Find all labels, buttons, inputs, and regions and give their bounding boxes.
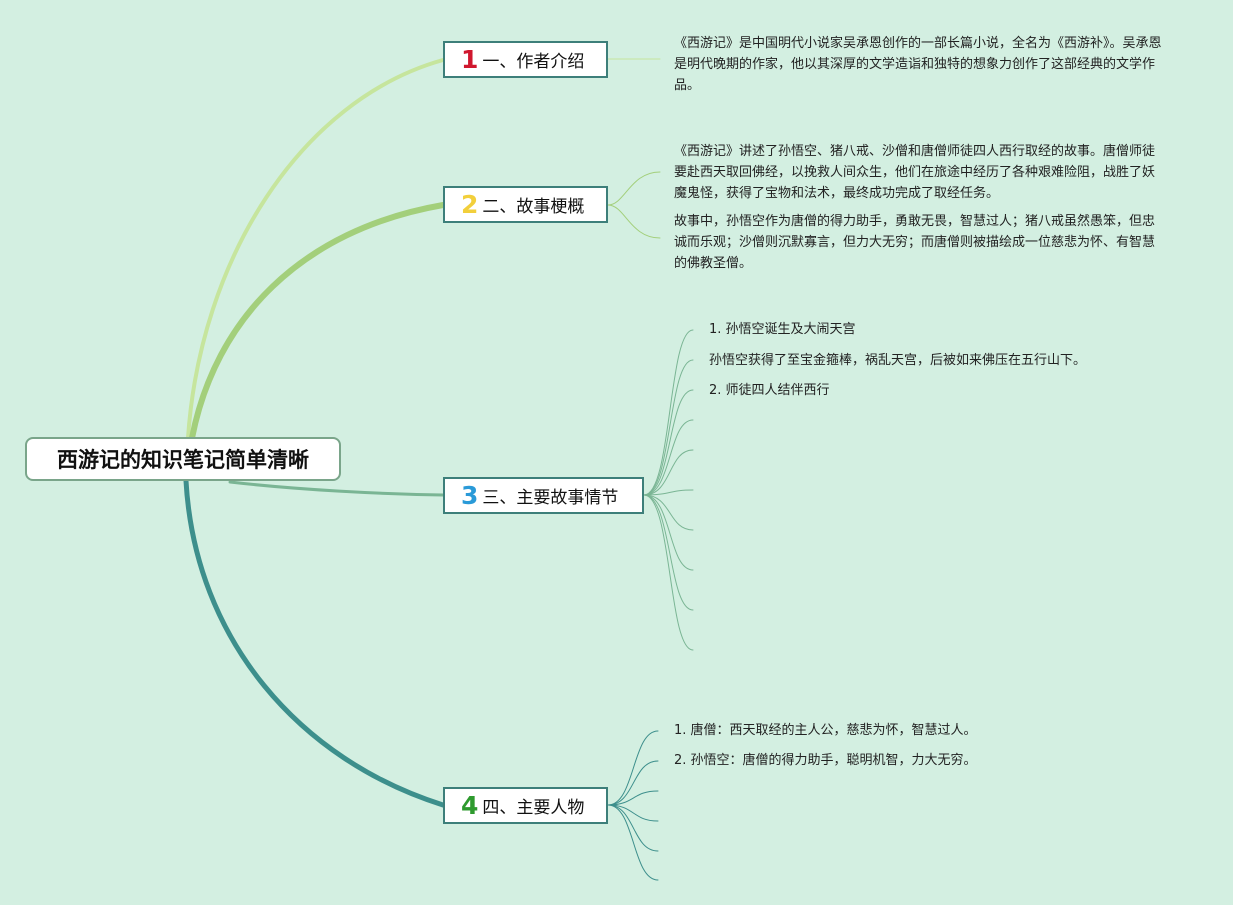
plot-item[interactable]: 1. 孙悟空诞生及大闹天宫	[709, 322, 856, 337]
branch-line-1	[186, 58, 445, 440]
note-synopsis-1: 《西游记》讲述了孙悟空、猪八戒、沙僧和唐僧师徒四人西行取经的故事。唐僧师徒要赴西…	[674, 141, 1166, 204]
topic-label: 一、作者介绍	[482, 52, 585, 72]
sub-line	[643, 489, 694, 496]
sub-line	[607, 804, 659, 822]
number-3-icon: 3	[461, 481, 479, 510]
note-author: 《西游记》是中国明代小说家吴承恩创作的一部长篇小说，全名为《西游补》。吴承恩是明…	[674, 33, 1166, 96]
branch-line-3	[228, 480, 445, 497]
note-paragraph: 故事中，孙悟空作为唐僧的得力助手，勇敢无畏，智慧过人；猪八戒虽然愚笨，但忠诚而乐…	[674, 214, 1156, 271]
sub-line	[607, 804, 659, 852]
sub-line	[607, 804, 659, 881]
note-synopsis-2: 故事中，孙悟空作为唐僧的得力助手，勇敢无畏，智慧过人；猪八戒虽然愚笨，但忠诚而乐…	[674, 211, 1166, 274]
sub-line	[643, 494, 694, 571]
topic-characters[interactable]: 4 四、主要人物	[443, 787, 608, 824]
topic-label: 二、故事梗概	[482, 197, 585, 217]
topic-label: 四、主要人物	[482, 798, 585, 818]
number-4-icon: 4	[461, 791, 479, 820]
sub-line	[643, 359, 694, 496]
topic-plot[interactable]: 3 三、主要故事情节	[443, 477, 644, 514]
root-topic[interactable]: 西游记的知识笔记简单清晰	[25, 437, 341, 481]
sub-line	[607, 171, 661, 206]
sub-line	[607, 730, 659, 806]
sub-line	[643, 494, 694, 531]
topic-label: 三、主要故事情节	[482, 488, 619, 508]
branch-line-4	[183, 478, 446, 808]
character-item[interactable]: 2. 孙悟空：唐僧的得力助手，聪明机智，力大无穷。	[674, 753, 977, 768]
character-item[interactable]: 1. 唐僧：西天取经的主人公，慈悲为怀，智慧过人。	[674, 723, 977, 738]
sub-line	[607, 204, 661, 239]
topic-author[interactable]: 1 一、作者介绍	[443, 41, 608, 78]
sub-line	[607, 790, 659, 806]
topic-synopsis[interactable]: 2 二、故事梗概	[443, 186, 608, 223]
sub-line	[643, 329, 694, 496]
branch-line-2	[189, 202, 446, 441]
plot-item[interactable]: 2. 师徒四人结伴西行	[709, 383, 830, 398]
root-title: 西游记的知识笔记简单清晰	[57, 448, 309, 472]
sub-line	[643, 494, 694, 651]
sub-line	[643, 449, 694, 496]
note-paragraph: 《西游记》是中国明代小说家吴承恩创作的一部长篇小说，全名为《西游补》。吴承恩是明…	[674, 36, 1162, 93]
sub-line	[643, 494, 694, 611]
sub-line	[643, 389, 694, 496]
number-2-icon: 2	[461, 190, 479, 219]
note-paragraph: 《西游记》讲述了孙悟空、猪八戒、沙僧和唐僧师徒四人西行取经的故事。唐僧师徒要赴西…	[674, 144, 1156, 201]
sub-line	[643, 419, 694, 496]
plot-item[interactable]: 孙悟空获得了至宝金箍棒，祸乱天宫，后被如来佛压在五行山下。	[709, 353, 1087, 368]
number-1-icon: 1	[461, 45, 479, 74]
sub-line	[607, 760, 659, 806]
